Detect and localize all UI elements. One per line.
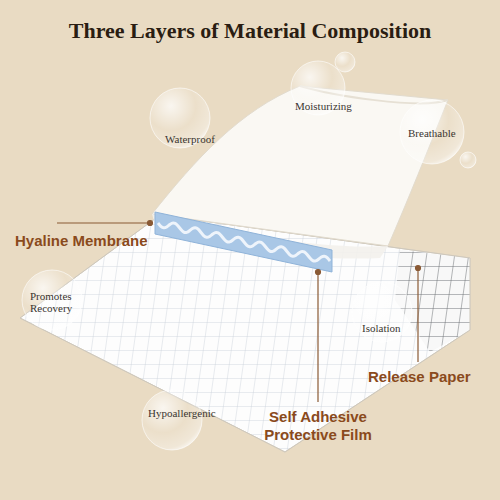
bubble [460,152,476,168]
bubble [142,390,202,450]
leader-dot [316,270,321,275]
layer-callout: Self Adhesive Protective Film [248,408,388,444]
layer-callout: Hyaline Membrane [15,232,148,250]
leader-dot [416,266,421,271]
strip-wave [158,223,330,261]
feature-label: Breathable [408,127,456,139]
bubble [352,282,412,342]
leader-dot [148,221,153,226]
feature-label: Promotes Recovery [30,290,100,314]
hyaline-strip [155,212,332,272]
leader-line [57,222,150,223]
feature-label: Waterproof [165,133,215,145]
bubbles [22,52,476,450]
feature-label: Moisturizing [295,100,352,112]
bubble [335,52,355,72]
leader-line [317,272,318,402]
layer-callout: Release Paper [368,368,471,386]
title: Three Layers of Material Composition [0,18,500,44]
feature-label: Hypoallergenic [148,407,216,419]
leader-line [417,268,418,362]
feature-label: Isolation [362,322,401,334]
bubble [400,100,464,164]
